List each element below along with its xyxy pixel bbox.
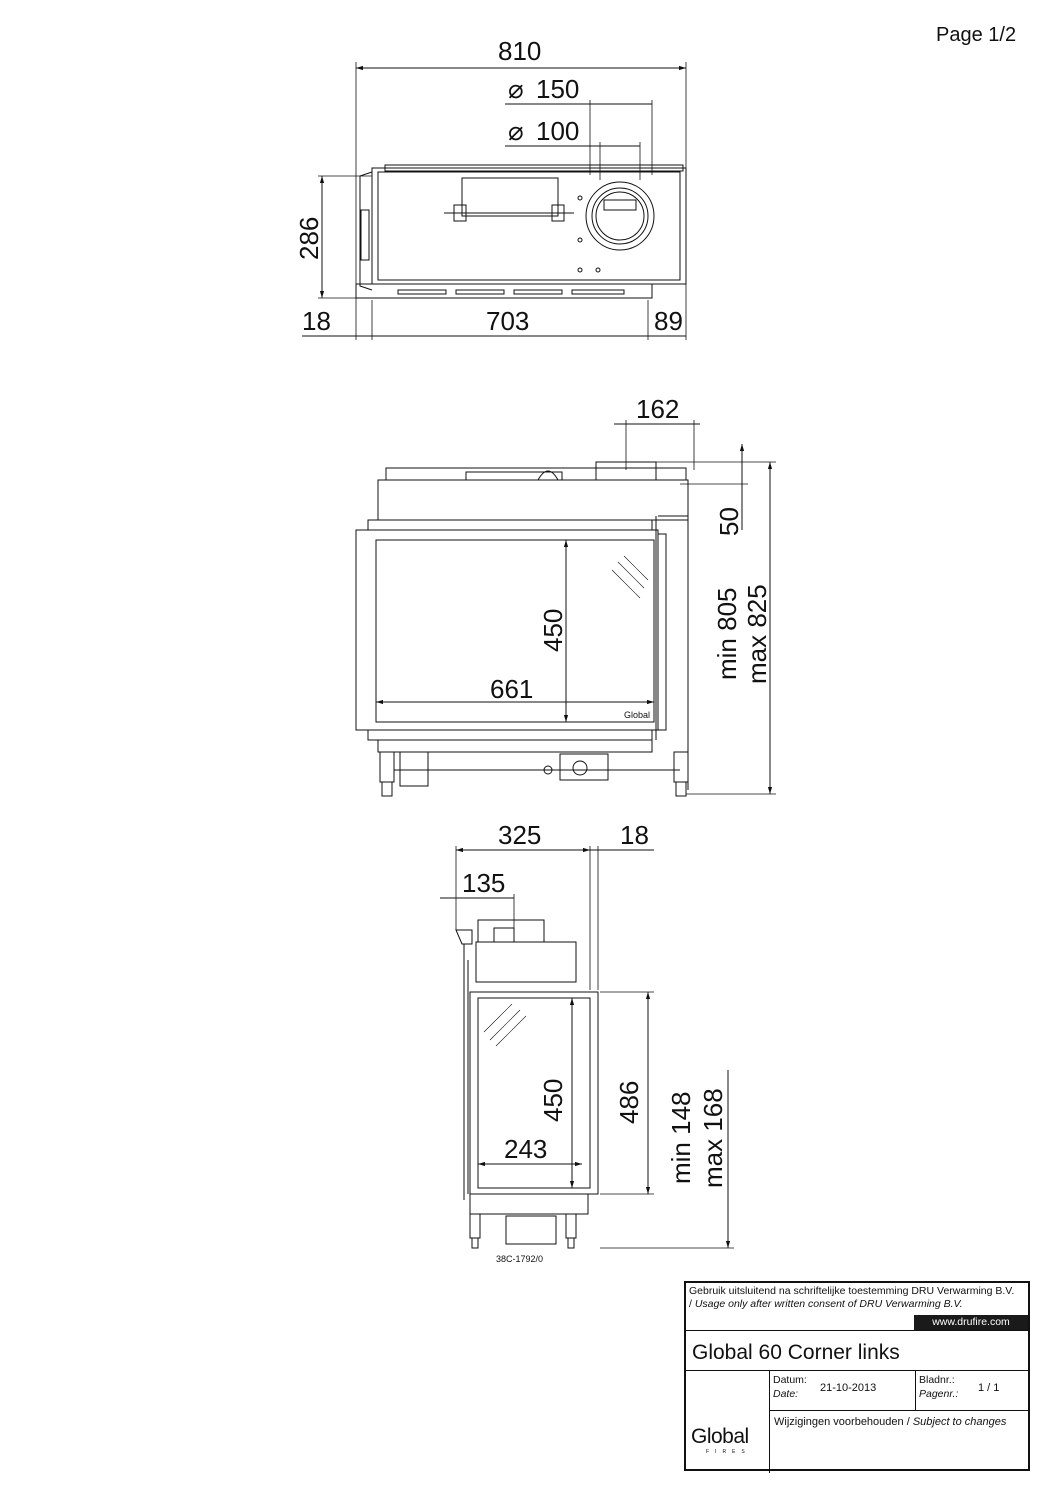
changes-notice-en: Subject to changes xyxy=(912,1416,1007,1428)
page-number-cell: Bladnr.: Pagenr.: 1 / 1 xyxy=(916,1371,1028,1411)
diameter-symbol: ⌀ xyxy=(508,116,524,146)
date-label-nl: Datum: xyxy=(773,1374,807,1386)
top-view xyxy=(302,62,687,340)
changes-notice-nl: Wijzigingen voorbehouden / xyxy=(774,1416,913,1428)
date-value: 21-10-2013 xyxy=(820,1382,877,1394)
dim-min-148: min 148 xyxy=(666,1092,696,1185)
website-label: www.drufire.com xyxy=(914,1315,1028,1330)
dim-50: 50 xyxy=(714,507,744,536)
dim-89: 89 xyxy=(654,306,683,336)
date-cell: Datum: Date: 21-10-2013 xyxy=(770,1371,916,1411)
date-label-en: Date: xyxy=(773,1388,799,1400)
page-label-en: Pagenr.: xyxy=(919,1388,959,1400)
global-logo: Global FIRES xyxy=(686,1371,770,1473)
product-title: Global 60 Corner links xyxy=(692,1341,900,1364)
dim-max-825: max 825 xyxy=(742,584,772,684)
dim-18-side: 18 xyxy=(620,820,649,850)
dim-min-805: min 805 xyxy=(712,588,742,681)
front-view xyxy=(355,420,776,797)
dim-diameter-100: 100 xyxy=(536,116,579,146)
dim-286: 286 xyxy=(294,217,324,260)
usage-notice: Gebruik uitsluitend na schriftelijke toe… xyxy=(686,1283,1028,1331)
dim-450-front: 450 xyxy=(538,609,568,652)
dim-325: 325 xyxy=(498,820,541,850)
dim-810: 810 xyxy=(498,36,541,66)
dim-diameter-150: 150 xyxy=(536,74,579,104)
page-number-value: 1 / 1 xyxy=(978,1382,1000,1394)
page-label-nl: Bladnr.: xyxy=(919,1374,955,1386)
title-block: Gebruik uitsluitend na schriftelijke toe… xyxy=(684,1281,1030,1473)
drawing-number: 38C-1792/0 xyxy=(496,1254,543,1264)
diameter-symbol: ⌀ xyxy=(508,74,524,104)
changes-notice: Wijzigingen voorbehouden / Subject to ch… xyxy=(770,1411,1028,1433)
dim-max-168: max 168 xyxy=(698,1088,728,1188)
brand-mark-front: Global xyxy=(624,710,650,720)
dim-162: 162 xyxy=(636,394,679,424)
dim-135: 135 xyxy=(462,868,505,898)
dim-486: 486 xyxy=(614,1081,644,1124)
side-view xyxy=(440,846,734,1249)
dim-18-top: 18 xyxy=(302,306,331,336)
usage-notice-nl: Gebruik uitsluitend na schriftelijke toe… xyxy=(689,1285,1015,1310)
page-label: Page 1/2 xyxy=(936,24,1017,46)
logo-text: Global xyxy=(691,1425,749,1448)
logo-subtext: FIRES xyxy=(706,1449,751,1455)
dim-450-side: 450 xyxy=(538,1079,568,1122)
dim-243: 243 xyxy=(504,1134,547,1164)
dim-703: 703 xyxy=(486,306,529,336)
dim-661: 661 xyxy=(490,674,533,704)
usage-notice-en: Usage only after written consent of DRU … xyxy=(694,1298,963,1310)
product-title-box: Global 60 Corner links xyxy=(686,1331,1028,1371)
